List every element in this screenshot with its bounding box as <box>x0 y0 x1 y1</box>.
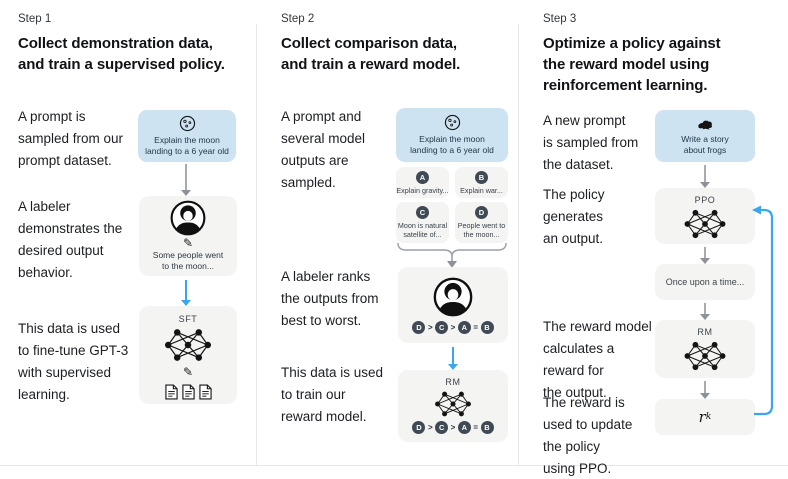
step1-caption-labeler: A labeler demonstrates the desired outpu… <box>18 199 123 280</box>
rank-operator: > <box>427 423 433 432</box>
rank-badge: D <box>412 320 426 334</box>
output-box-a: A Explain gravity... <box>396 167 449 198</box>
step1-labeler-box: ✎ Some people went to the moon... <box>139 196 237 276</box>
arrow-down-icon <box>700 303 710 320</box>
rank-operator: = <box>473 322 478 332</box>
moon-icon <box>179 115 196 132</box>
step3-caption-prompt: A new prompt is sampled from the dataset… <box>543 113 639 172</box>
neural-net-icon <box>682 340 728 372</box>
step3-prompt-text: Write a story about frogs <box>681 133 729 155</box>
rank-badge: B <box>480 421 494 434</box>
output-box-b: B Explain war... <box>455 167 508 198</box>
step3-label: Step 3 <box>543 13 577 25</box>
step2-prompt-text: Explain the moon landing to a 6 year old <box>410 134 494 155</box>
neural-net-icon <box>682 208 728 240</box>
labeler-avatar-icon <box>433 277 473 317</box>
rm-model-label: RM <box>697 327 713 337</box>
step3-output-text: Once upon a time... <box>665 277 745 287</box>
step2-heading: Collect comparison data, and train a rew… <box>281 35 461 73</box>
rank-badge: D <box>412 421 426 434</box>
step1-label: Step 1 <box>18 13 52 25</box>
step3-caption-reward: The reward model calculates a reward for… <box>543 319 652 400</box>
rank-badge: B <box>480 320 494 334</box>
blue-arrow-down-icon <box>448 347 458 370</box>
pencil-icon: ✎ <box>182 236 194 250</box>
output-text-a: Explain gravity... <box>396 185 449 195</box>
output-box-c: C Moon is natural satellite of... <box>396 202 449 243</box>
rank-operator: = <box>473 423 478 432</box>
output-text-c: Moon is natural satellite of... <box>397 221 448 239</box>
step2-caption-ranks: A labeler ranks the outputs from best to… <box>281 269 379 328</box>
rm-model-label: RM <box>445 377 461 387</box>
rank-operator: > <box>427 322 433 332</box>
step3-prompt-box: Write a story about frogs <box>655 110 755 162</box>
rank-operator: > <box>450 322 456 332</box>
output-badge-d: D <box>475 206 488 219</box>
output-box-d: D People went to the moon... <box>455 202 508 243</box>
arrow-down-icon <box>700 381 710 399</box>
blue-arrow-down-icon <box>181 280 191 306</box>
ranking-row: D > C > A = B <box>412 421 494 434</box>
output-badge-c: C <box>416 206 429 219</box>
step2-label: Step 2 <box>281 13 315 25</box>
step2-labeler-box: D > C > A = B <box>398 267 508 343</box>
output-text-b: Explain war... <box>460 185 503 195</box>
step3-rm-box: RM <box>655 320 755 378</box>
output-badge-a: A <box>416 170 429 184</box>
neural-net-icon <box>164 327 212 363</box>
step1-prompt-text: Explain the moon landing to a 6 year old <box>145 135 229 156</box>
rank-badge: A <box>457 421 471 434</box>
documents-icon <box>164 384 212 400</box>
moon-icon <box>444 114 461 131</box>
neural-net-icon <box>431 390 475 418</box>
output-text-d: People went to the moon... <box>457 221 506 239</box>
step2-prompt-box: Explain the moon landing to a 6 year old <box>396 108 508 162</box>
brace-arrow-icon <box>396 242 508 268</box>
ppo-model-label: PPO <box>694 195 716 205</box>
step3-caption-policy: The policy generates an output. <box>543 187 605 246</box>
step3-output-box: Once upon a time... <box>655 264 755 300</box>
output-badge-b: B <box>475 170 488 184</box>
ranking-row: D > C > A = B <box>412 320 494 334</box>
arrow-down-icon <box>181 164 191 196</box>
step1-heading: Collect demonstration data, and train a … <box>18 35 225 73</box>
rank-badge: C <box>435 320 449 334</box>
arrow-down-icon <box>700 247 710 264</box>
column-divider <box>256 24 257 465</box>
step1-prompt-box: Explain the moon landing to a 6 year old <box>138 110 236 162</box>
step3-heading: Optimize a policy against the reward mod… <box>543 35 721 94</box>
bottom-divider <box>0 465 788 466</box>
rank-badge: A <box>457 320 471 334</box>
rank-badge: C <box>435 421 449 434</box>
step2-rm-box: RM D > C > A <box>398 370 508 442</box>
step2-caption-train: This data is used to train our reward mo… <box>281 365 384 424</box>
step1-sft-box: SFT ✎ <box>139 306 237 404</box>
labeler-avatar-icon <box>170 200 206 236</box>
pencil-icon: ✎ <box>182 365 194 379</box>
step2-caption-sampled: A prompt and several model outputs are s… <box>281 109 366 190</box>
reward-subscript: k <box>705 412 712 422</box>
step1-caption-prompt: A prompt is sampled from our prompt data… <box>18 109 124 168</box>
reward-symbol: r <box>698 408 706 426</box>
step1-demo-text: Some people went to the moon... <box>152 250 224 271</box>
arrow-down-icon <box>700 165 710 188</box>
rank-operator: > <box>450 423 456 432</box>
frog-icon <box>696 117 714 131</box>
step1-caption-finetune: This data is used to fine-tune GPT-3 wit… <box>18 321 129 402</box>
sft-model-label: SFT <box>178 314 198 324</box>
column-divider <box>518 24 519 465</box>
step3-ppo-box: PPO <box>655 188 755 244</box>
feedback-loop-arrow-icon <box>748 198 780 424</box>
step3-caption-update: The reward is used to update the policy … <box>543 395 633 476</box>
